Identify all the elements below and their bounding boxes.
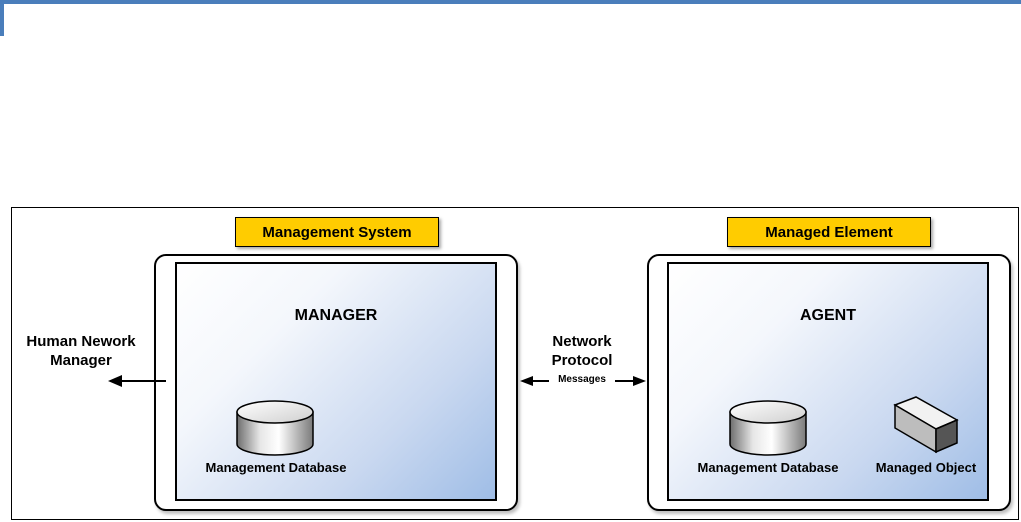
header-rule-tab [0, 0, 4, 36]
agent-db-caption: Management Database [697, 460, 839, 475]
network-line1: Network [552, 333, 612, 350]
header-rule [0, 0, 1021, 4]
management-system-label: Management System [235, 217, 439, 247]
managed-element-label: Managed Element [727, 217, 931, 247]
network-protocol-label: Network Protocol [530, 332, 634, 370]
double-arrow-icon [520, 376, 646, 386]
messages-label: Messages [558, 374, 606, 385]
left-arrow-icon [108, 375, 166, 387]
network-line2: Protocol [551, 352, 613, 369]
managed-object-caption: Managed Object [875, 460, 977, 475]
manager-db-caption: Management Database [205, 460, 347, 475]
agent-title: AGENT [800, 307, 856, 324]
database-icon [236, 400, 314, 456]
human-manager-line2: Manager [50, 352, 112, 369]
agent-panel [667, 262, 989, 501]
managed-object-icon [893, 396, 959, 454]
human-manager-line1: Human Nework [26, 333, 136, 350]
manager-panel [175, 262, 497, 501]
human-network-manager-label: Human Nework Manager [10, 332, 152, 370]
database-icon [729, 400, 807, 456]
manager-title: MANAGER [294, 307, 378, 324]
